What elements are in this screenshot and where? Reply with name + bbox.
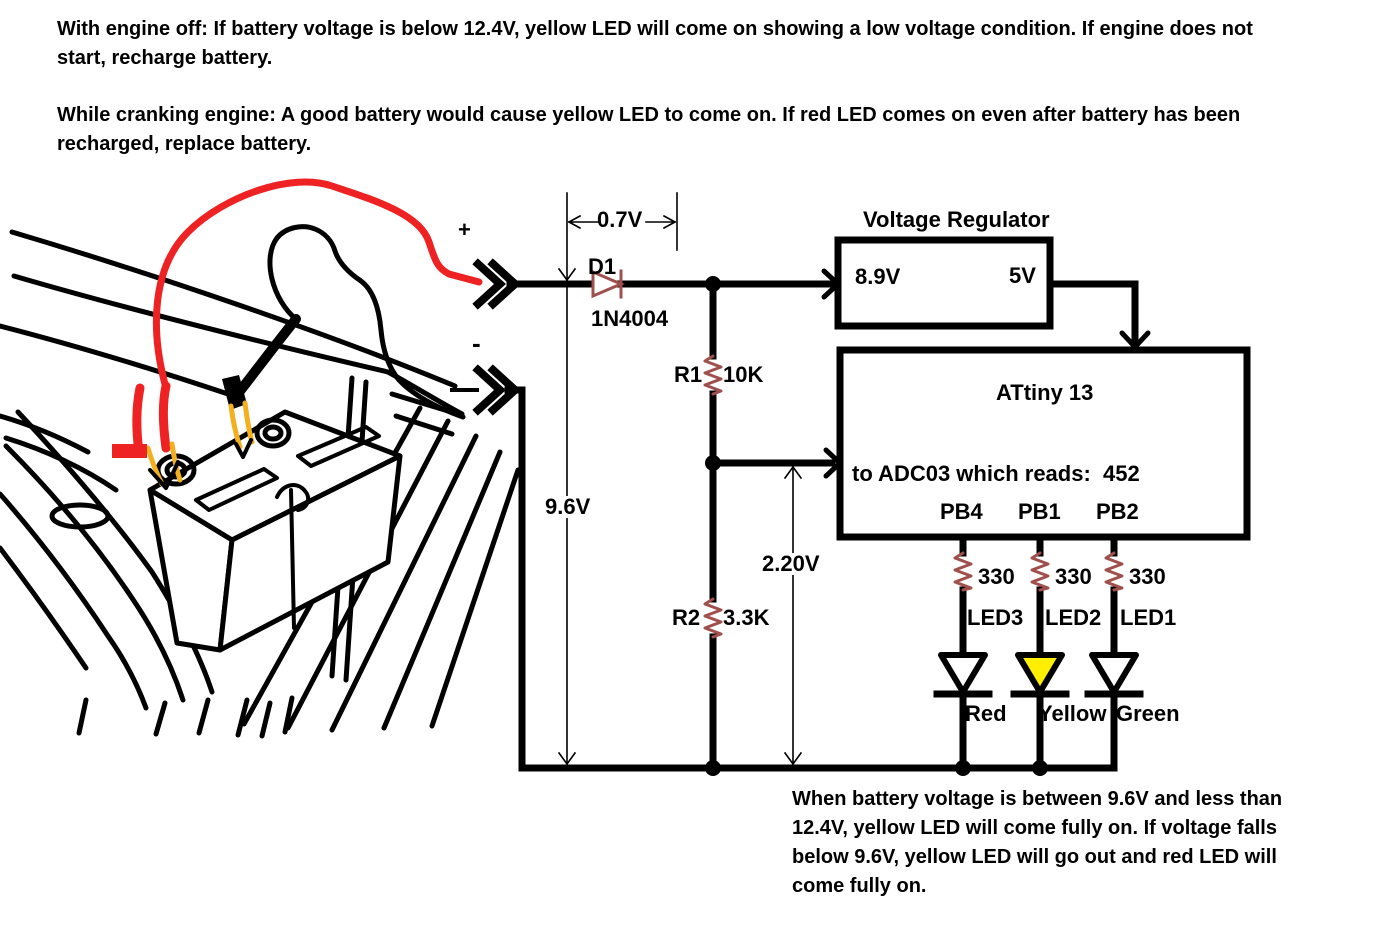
r2-ref-label: R2 (672, 605, 701, 630)
battery-vent-strip (194, 467, 279, 512)
mcu-pin-pb1: PB1 (1018, 499, 1061, 524)
red-clamp-handle (132, 383, 145, 457)
wire-negative-down (504, 386, 526, 772)
led3-ref-label: LED3 (967, 605, 1024, 630)
diode-ref-label: D1 (588, 254, 617, 279)
battery-terminal-positive-post (262, 424, 284, 442)
fender-arc4 (0, 545, 89, 671)
led-resistor-value-green: 330 (1129, 564, 1166, 589)
diode-part-label: 1N4004 (591, 306, 669, 331)
r1-value-label: 10K (723, 362, 764, 387)
hood-edge-line3 (0, 323, 231, 397)
led-symbol-green (1089, 652, 1139, 695)
battery-voltage-label: 9.6V (543, 494, 593, 519)
black-clamp-tip (234, 438, 253, 459)
battery-illustration (147, 409, 403, 653)
fender-bolt-hole (49, 502, 111, 530)
resistor-symbol-330-yellow (1030, 551, 1050, 592)
led-color-red-label: Red (965, 701, 1007, 726)
engine-bay-illustration (0, 178, 521, 739)
battery-holddown-hook (275, 483, 311, 512)
red-clamp-jaw2 (169, 441, 183, 483)
wire-ground-rail (518, 690, 1118, 772)
fender-arc3 (0, 491, 149, 711)
r2-value-label: 3.3K (723, 605, 770, 630)
red-clamp-handle2 (158, 381, 171, 453)
red-clamp-tip (148, 460, 180, 490)
hatch-strokes (76, 695, 295, 739)
wire-regulator-output (1046, 280, 1139, 345)
circuit-schematic (450, 192, 1251, 776)
resistor-symbol-330-red (953, 551, 973, 592)
diode-symbol-d1 (591, 269, 625, 299)
divider-voltage-label: 2.20V (760, 551, 822, 576)
fender-arc2 (3, 443, 186, 703)
junction-dots (705, 276, 1048, 776)
led-symbol-red (938, 652, 988, 695)
diode-drop-label: 0.7V (597, 207, 643, 232)
note-cranking: While cranking engine: A good battery wo… (57, 104, 1241, 155)
hood-edge-line2 (11, 273, 391, 375)
battery-terminal-positive (254, 417, 292, 449)
mcu-pin-pb2: PB2 (1096, 499, 1139, 524)
resistor-symbol-330-green (1104, 551, 1124, 592)
led-color-green-label: Green (1116, 701, 1180, 726)
fender-line2 (0, 413, 91, 455)
dim-arrow-divider-bottom (783, 751, 803, 766)
arrow-into-mcu-top-icon (1119, 330, 1151, 351)
regulator-output-label: 5V (1009, 263, 1036, 288)
note-led-behavior: When battery voltage is between 9.6V and… (792, 788, 1283, 897)
regulator-input-label: 8.9V (855, 264, 901, 289)
regulator-title: Voltage Regulator (863, 207, 1050, 232)
mcu-title: ATtiny 13 (996, 380, 1094, 405)
black-clamp-body (222, 375, 247, 410)
dim-arrow-07v (567, 214, 677, 230)
measurement-lines (557, 192, 803, 766)
resistor-symbol-r1 (703, 354, 723, 396)
battery-holddown-rod (289, 488, 296, 630)
dim-arrow-rail-left (557, 751, 577, 766)
dim-arrow-wire (557, 267, 577, 282)
resistor-symbol-r2 (703, 597, 723, 639)
led1-ref-label: LED1 (1120, 605, 1177, 630)
mcu-pin-pb4: PB4 (940, 499, 983, 524)
red-cable-stub (112, 444, 147, 458)
led-resistor-value-red: 330 (978, 564, 1015, 589)
led-symbol-yellow (1015, 652, 1065, 695)
hood-hinge-silhouette (267, 224, 466, 420)
arrow-into-adc-icon (823, 447, 844, 479)
mcu-box (836, 346, 1251, 541)
red-jumper-cable (152, 178, 483, 392)
led-resistor-value-yellow: 330 (1055, 564, 1092, 589)
black-clamp-jaw (228, 403, 243, 450)
black-jumper-clamp (222, 314, 301, 459)
negative-terminal-label: - (472, 328, 481, 358)
arrow-into-regulator-icon (821, 268, 842, 300)
note-engine-off: With engine off: If battery voltage is b… (57, 18, 1253, 69)
r1-ref-label: R1 (674, 362, 703, 387)
hood-edge-line (9, 229, 458, 389)
battery-vent-strip2 (296, 425, 381, 468)
led-color-yellow-label: Yellow (1038, 701, 1107, 726)
led2-ref-label: LED2 (1045, 605, 1102, 630)
black-cable (235, 314, 301, 396)
mcu-adc-note: to ADC03 which reads: 452 (852, 461, 1140, 486)
battery-right-face (217, 453, 403, 653)
signal-arrowheads (821, 268, 1151, 479)
positive-terminal-label: + (458, 217, 471, 242)
dim-arrow-divider-top (783, 465, 803, 480)
fender-line (3, 435, 119, 493)
